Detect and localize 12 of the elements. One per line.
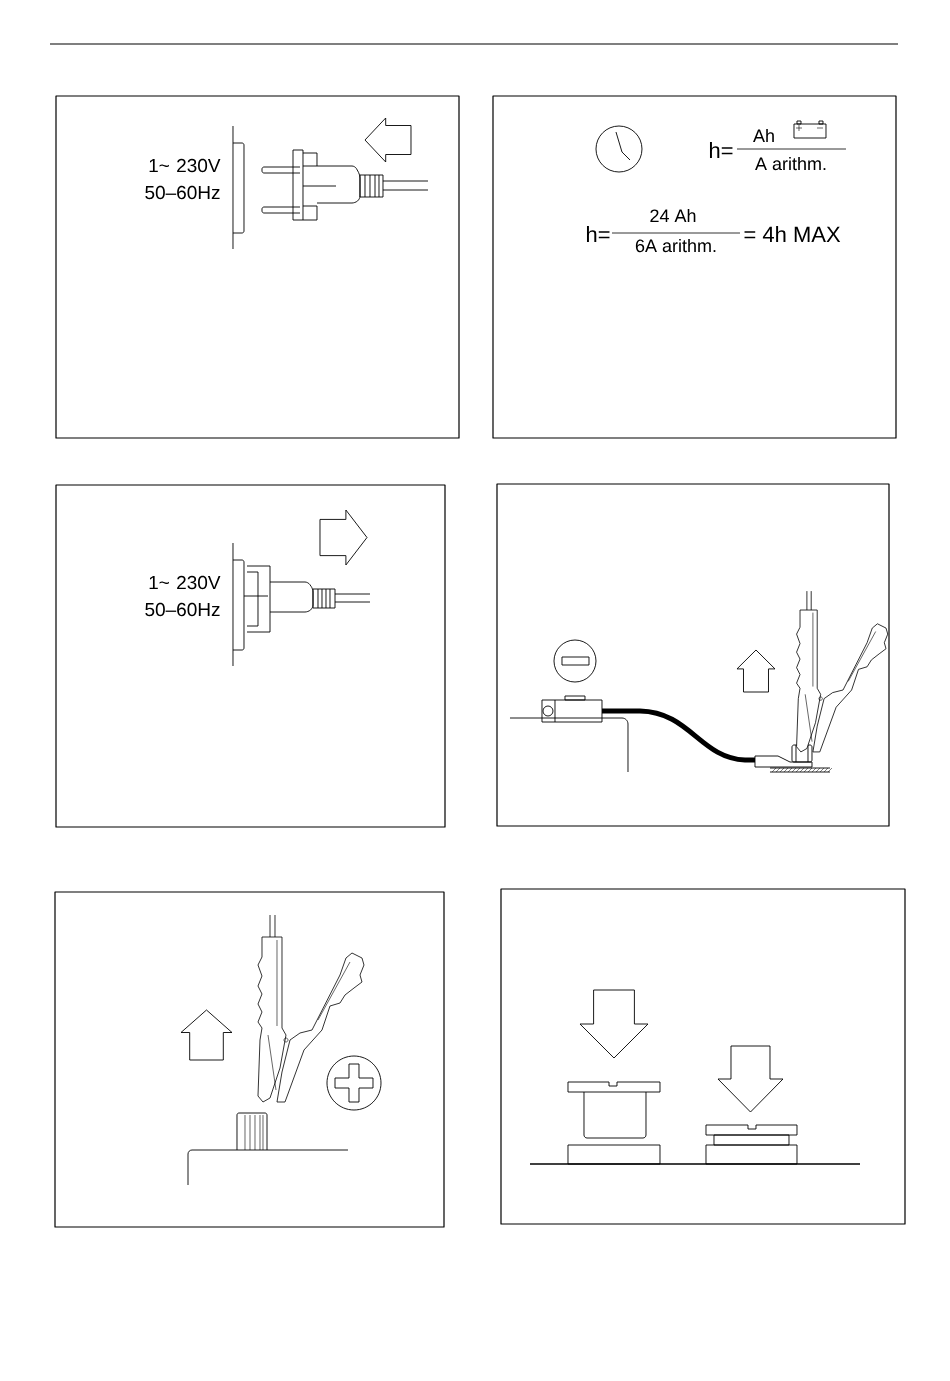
formula-text: = 4h MAX [744,226,841,242]
formula-text: Ah [753,128,774,142]
voltage-label: 1~ 230V 50–60Hz [145,158,221,200]
formula-text: h= [710,142,733,158]
panel-frame [496,483,890,827]
voltage-label: 1~ 230V 50–60Hz [145,575,221,617]
panel-frame [500,888,906,1225]
formula-text: 6A arithm. [635,238,716,253]
panel-frame [54,891,445,1228]
formula-text: h= [587,226,610,242]
formula-text: A arithm. [755,156,826,171]
formula-text: 24 Ah [650,208,696,222]
